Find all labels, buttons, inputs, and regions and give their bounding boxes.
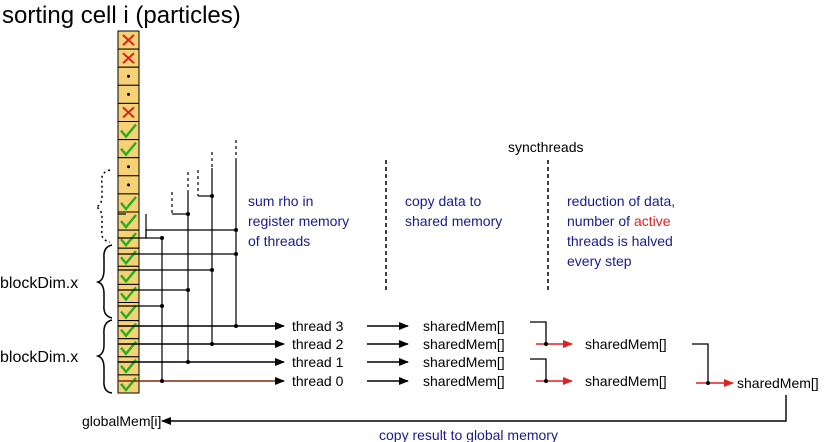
check-icon (120, 377, 137, 392)
junction-dots (160, 194, 238, 308)
copy-data-line-2: shared memory (405, 213, 502, 229)
particle-cell-check (117, 320, 140, 340)
sum-rho-line-2: register memory (248, 213, 349, 229)
shared-mem-1: sharedMem[] (423, 354, 505, 370)
copy-data-line-1: copy data to (405, 193, 481, 209)
shared-mem-3: sharedMem[] (423, 318, 505, 334)
particle-cell-x (117, 48, 140, 68)
reduction-text: reduction of data, number of active thre… (567, 193, 675, 269)
check-icon (120, 214, 137, 229)
reduction-step-1 (530, 321, 547, 381)
thread-1-label: thread 1 (292, 354, 344, 370)
particle-cell-check (117, 374, 140, 394)
particle-cell-check (117, 356, 140, 376)
arrows-to-shared (367, 322, 409, 385)
particle-cell-check (117, 229, 140, 249)
block-dim-label-upper: blockDim.x (0, 275, 78, 292)
reduction-line-3: threads is halved (567, 233, 673, 249)
shared-mem-step1-b: sharedMem[] (585, 373, 667, 389)
sum-rho-text: sum rho in register memory of threads (248, 193, 349, 249)
particle-cell-check (117, 265, 140, 285)
sum-rho-line-3: of threads (248, 233, 310, 249)
copy-data-text: copy data to shared memory (405, 193, 502, 229)
ellipsis-dot (127, 165, 130, 169)
particle-cell-check (117, 338, 140, 358)
check-icon (120, 304, 137, 320)
ellipsis-dot (127, 92, 130, 96)
reduction-line-2: number of active (567, 213, 671, 229)
block-brace-lower (95, 319, 113, 394)
thread-2-label: thread 2 (292, 336, 344, 352)
diagram-title: sorting cell i (particles) (2, 2, 241, 29)
cross-icon (122, 106, 135, 119)
shared-mem-0: sharedMem[] (423, 373, 505, 389)
check-icon (120, 322, 137, 338)
particle-cell-x (117, 102, 140, 123)
reduction-step-2 (692, 343, 709, 383)
copy-result-label: copy result to global memory (379, 427, 558, 442)
reduction-line-4: every step (567, 253, 632, 269)
syncthreads-label: syncthreads (508, 139, 583, 155)
copy-result-arrow (161, 395, 787, 425)
particle-cell-dot (117, 84, 140, 104)
global-mem-label: globalMem[i] (82, 413, 161, 429)
active-highlight: active (634, 213, 671, 229)
particle-cell-dot (117, 175, 140, 195)
thread-3-label: thread 3 (292, 318, 344, 334)
particle-cell-check (117, 283, 140, 303)
thread-0-label: thread 0 (292, 373, 344, 389)
check-icon (120, 286, 137, 302)
particle-cell-x (117, 30, 140, 50)
check-icon (120, 123, 137, 139)
cross-icon (122, 52, 135, 64)
ellipsis-dot (127, 74, 130, 78)
block-dim-label-lower: blockDim.x (0, 349, 78, 366)
reduction-line-2-prefix: number of (567, 213, 634, 229)
reduction-line-1: reduction of data, (567, 193, 675, 209)
shared-mem-2: sharedMem[] (423, 336, 505, 352)
check-icon (120, 340, 137, 356)
check-icon (120, 232, 137, 248)
particle-cell-check (117, 247, 140, 267)
particle-cell-dot (117, 157, 140, 177)
particle-cell-check (117, 139, 140, 159)
check-icon (120, 250, 137, 266)
dotted-brace (93, 169, 111, 243)
block-brace-upper (95, 244, 113, 319)
particle-cell-dot (117, 66, 140, 86)
shared-mem-step1-a: sharedMem[] (585, 336, 667, 352)
ellipsis-dot (127, 183, 130, 187)
particle-cell-check (117, 302, 140, 322)
check-icon (120, 196, 137, 211)
particle-cell-check (117, 121, 140, 141)
check-icon (120, 268, 137, 284)
check-icon (120, 359, 137, 374)
cross-icon (122, 34, 135, 46)
arrows-to-threads (118, 322, 285, 385)
check-icon (120, 141, 137, 157)
particle-cell-check (117, 211, 140, 231)
particle-cell-column (117, 30, 140, 394)
sum-rho-line-1: sum rho in (248, 193, 313, 209)
particle-cell-check (117, 193, 140, 213)
shared-mem-final: sharedMem[] (737, 375, 819, 391)
